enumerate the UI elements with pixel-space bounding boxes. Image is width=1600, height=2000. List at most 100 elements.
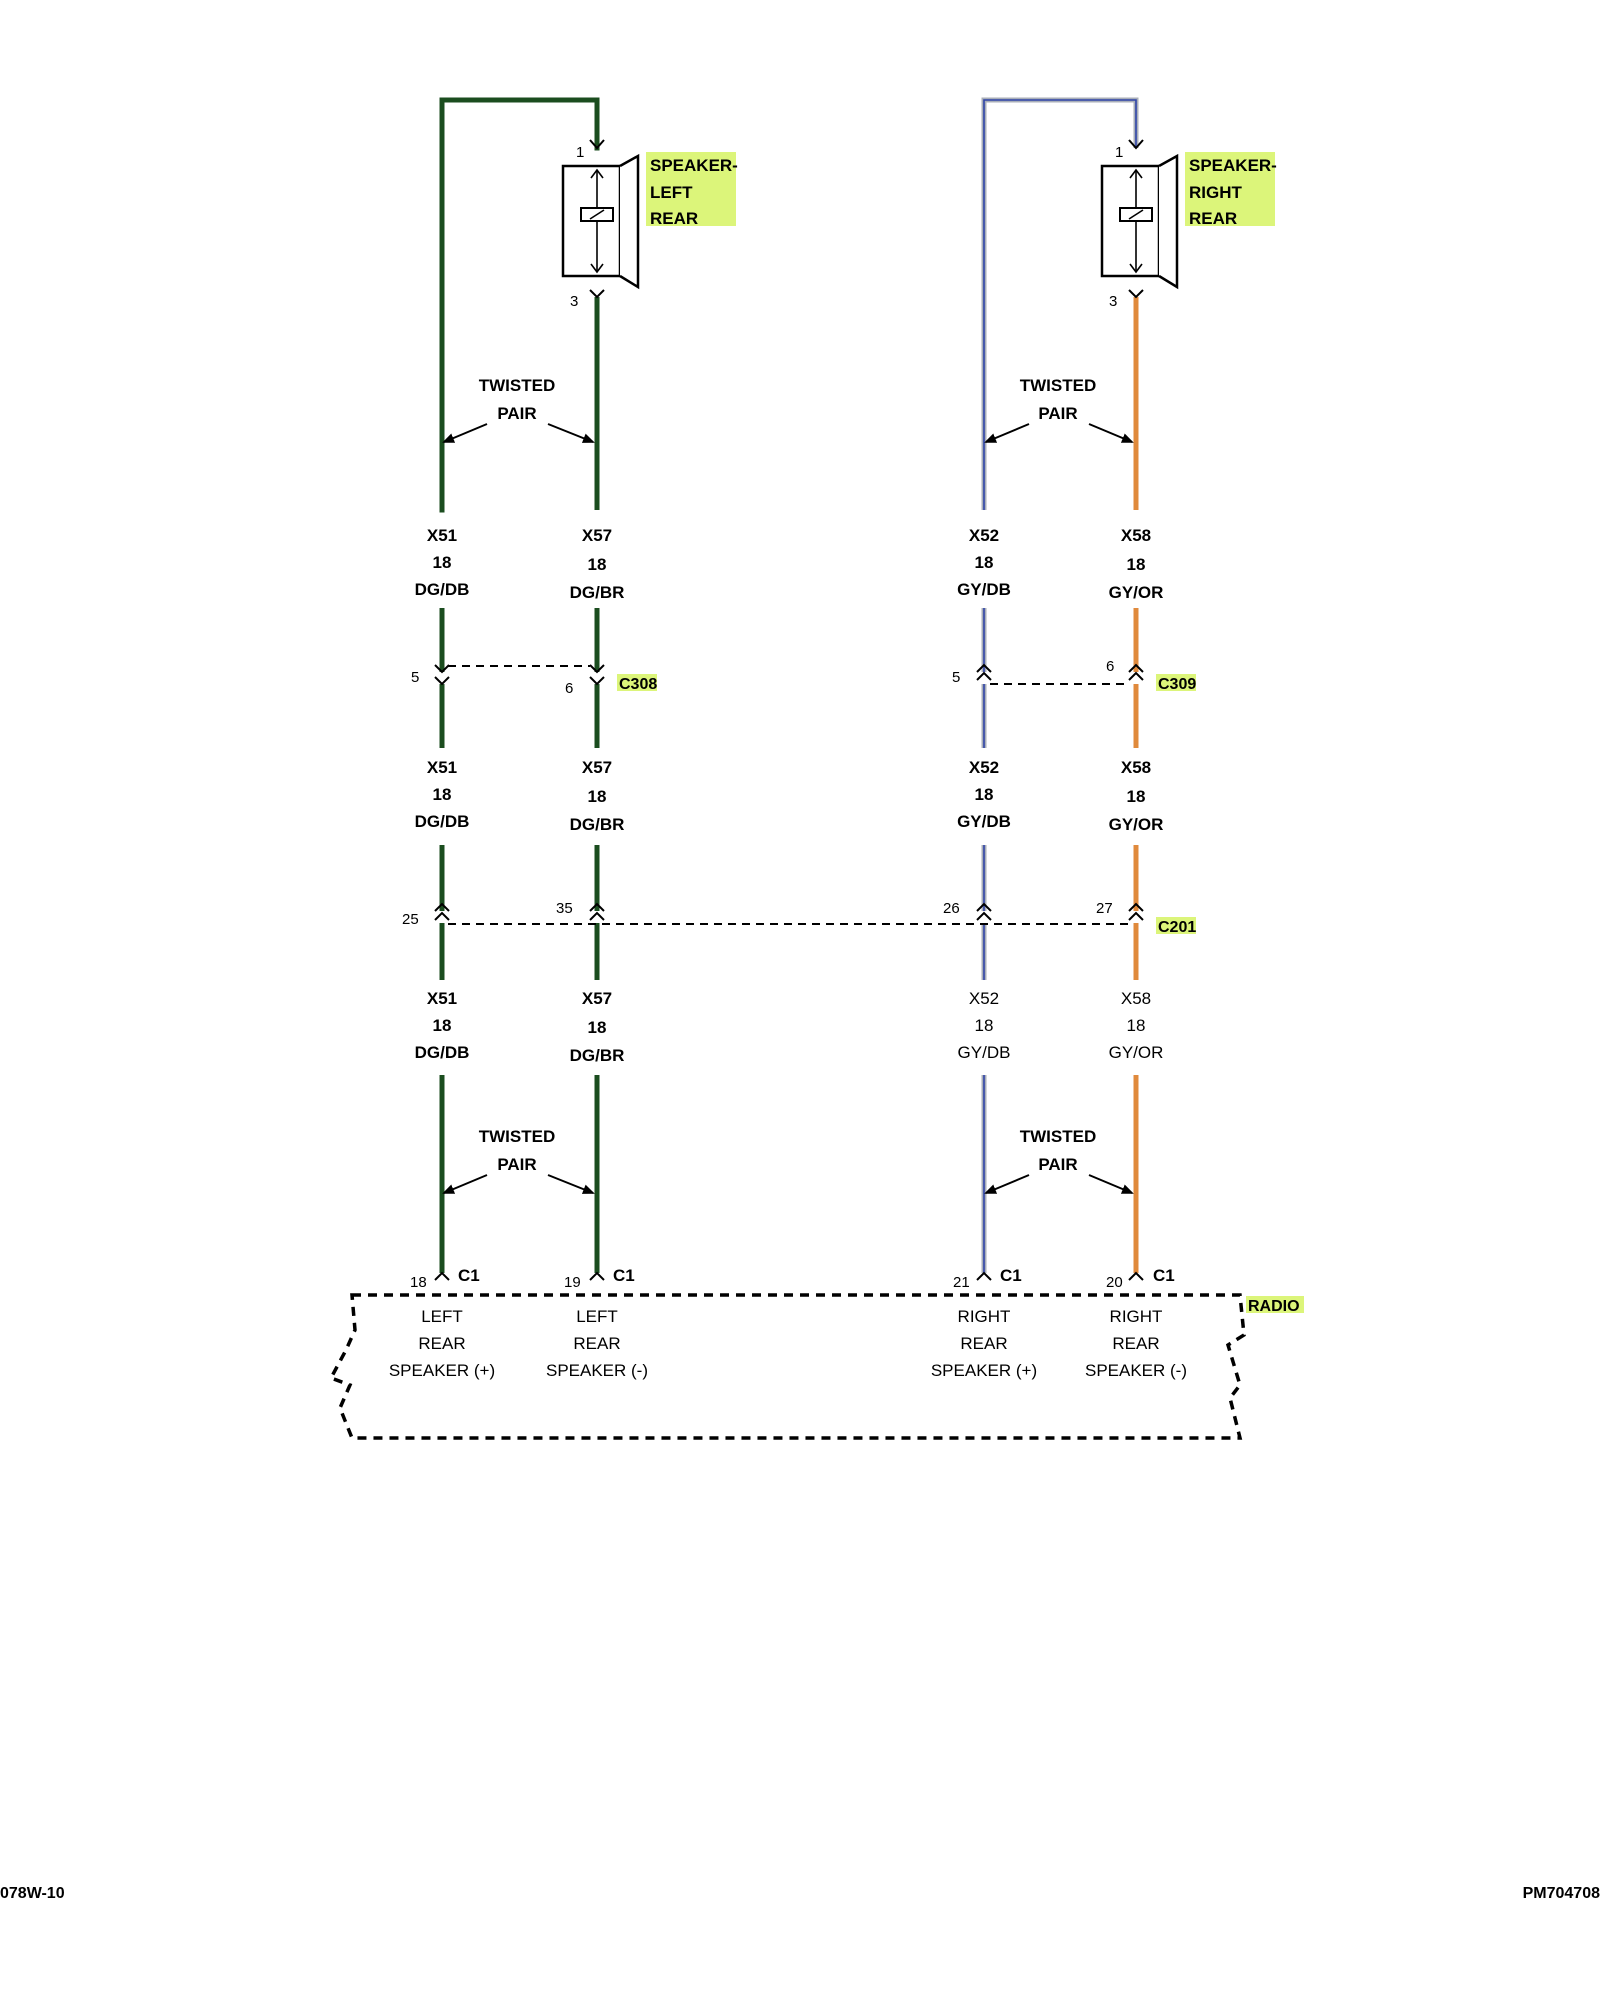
speaker-left-rear: 1 3 SPEAKER- LEFT REAR [561, 139, 738, 310]
twisted-pair-top-right: TWISTED PAIR [984, 376, 1134, 443]
twisted-pair-line2: PAIR [497, 404, 536, 423]
arrow-icon [442, 1174, 488, 1194]
wire-x52 [981, 97, 1139, 1273]
connector-name: C308 [619, 676, 657, 693]
speaker-right-pin-3: 3 [1109, 293, 1117, 310]
wire-label-gauge: 18 [1127, 787, 1146, 806]
wire-label-gauge: 18 [433, 1016, 452, 1035]
speaker-left-label-2: LEFT [650, 183, 693, 202]
speaker-right-label-2: RIGHT [1189, 183, 1243, 202]
radio-pin-desc: RIGHT [1110, 1307, 1163, 1326]
radio-pin-desc: SPEAKER (-) [1085, 1361, 1187, 1380]
wire-label-color: DG/BR [570, 1046, 625, 1065]
speaker-left-label-1: SPEAKER- [650, 156, 738, 175]
twisted-pair-line1: TWISTED [1020, 376, 1097, 395]
wire-label-gauge: 18 [588, 787, 607, 806]
wire-label-gauge: 18 [975, 1016, 994, 1035]
radio-pin-number: 20 [1106, 1274, 1123, 1291]
radio-connector-label: C1 [613, 1266, 635, 1285]
connector-pin: 6 [1106, 658, 1114, 675]
wire-label-color: GY/OR [1109, 1043, 1164, 1062]
radio-pin-desc: REAR [960, 1334, 1007, 1353]
radio-pin-desc: LEFT [576, 1307, 618, 1326]
radio-name: RADIO [1248, 1298, 1300, 1315]
twisted-pair-bottom-right: TWISTED PAIR [984, 1127, 1134, 1194]
wire-label-color: GY/OR [1109, 815, 1164, 834]
radio-pin-number: 18 [410, 1274, 427, 1291]
connector-c308: 5 6 C308 [411, 664, 657, 697]
wire-label-color: DG/BR [570, 583, 625, 602]
twisted-pair-top-left: TWISTED PAIR [442, 376, 595, 443]
wire-label-gauge: 18 [433, 553, 452, 572]
speaker-right-label-1: SPEAKER- [1189, 156, 1277, 175]
wire-label-color: DG/DB [415, 812, 470, 831]
connector-pin: 27 [1096, 900, 1113, 917]
twisted-pair-bottom-left: TWISTED PAIR [442, 1127, 595, 1194]
connector-c309: 5 6 C309 [952, 658, 1196, 693]
speaker-left-highlight [646, 152, 736, 226]
wire-label-gauge: 18 [1127, 1016, 1146, 1035]
connector-name: C309 [1158, 676, 1196, 693]
wire-label-color: GY/DB [958, 1043, 1011, 1062]
speaker-right-highlight [1185, 152, 1275, 226]
radio-pin-desc: LEFT [421, 1307, 463, 1326]
speaker-right-pin-1: 1 [1115, 144, 1123, 161]
radio-pin-desc: SPEAKER (+) [931, 1361, 1037, 1380]
speaker-left-pin-3: 3 [570, 293, 578, 310]
wire-label-color: GY/OR [1109, 583, 1164, 602]
wire-label-circuit: X51 [427, 989, 457, 1008]
wire-label-circuit: X58 [1121, 526, 1151, 545]
twisted-pair-line1: TWISTED [479, 1127, 556, 1146]
wire-label-color: DG/BR [570, 815, 625, 834]
wire-labels-row-1: X51 18 DG/DB X57 18 DG/BR X52 18 GY/DB X… [415, 526, 1164, 602]
radio-connector-c1: 18 19 21 20 C1 C1 C1 C1 [410, 1266, 1175, 1291]
twisted-pair-line2: PAIR [1038, 1155, 1077, 1174]
footer-left-code: 078W-10 [0, 1885, 65, 1902]
wire-label-circuit: X57 [582, 758, 612, 777]
wire-label-circuit: X51 [427, 758, 457, 777]
radio-pin-desc: REAR [573, 1334, 620, 1353]
radio-pin-desc: SPEAKER (+) [389, 1361, 495, 1380]
wire-labels-row-3: X51 18 DG/DB X57 18 DG/BR X52 18 GY/DB X… [415, 989, 1164, 1065]
wire-label-color: DG/DB [415, 1043, 470, 1062]
speaker-right-rear: 1 3 SPEAKER- RIGHT REAR [1100, 139, 1277, 310]
arrow-icon [442, 423, 488, 443]
radio-pin-desc: REAR [418, 1334, 465, 1353]
speaker-left-label-3: REAR [650, 209, 698, 228]
twisted-pair-line1: TWISTED [1020, 1127, 1097, 1146]
connector-pin: 6 [565, 680, 573, 697]
connector-pin: 5 [411, 669, 419, 686]
connector-pin: 25 [402, 911, 419, 928]
speaker-left-pin-1: 1 [576, 144, 584, 161]
wire-label-circuit: X57 [582, 989, 612, 1008]
radio-pin-desc: REAR [1112, 1334, 1159, 1353]
radio-connector-label: C1 [1153, 1266, 1175, 1285]
radio-module: RADIO LEFT REAR SPEAKER (+) LEFT REAR SP… [328, 1293, 1304, 1440]
connector-pin: 35 [556, 900, 573, 917]
wire-label-gauge: 18 [975, 553, 994, 572]
arrow-icon [547, 423, 595, 443]
wire-label-circuit: X52 [969, 758, 999, 777]
radio-pin-desc: RIGHT [958, 1307, 1011, 1326]
wire-label-gauge: 18 [433, 785, 452, 804]
arrow-icon [984, 423, 1030, 443]
wire-label-circuit: X52 [969, 989, 999, 1008]
radio-pin-number: 19 [564, 1274, 581, 1291]
wire-label-circuit: X52 [969, 526, 999, 545]
speaker-icon [1100, 139, 1179, 299]
wire-label-color: GY/DB [957, 812, 1011, 831]
connector-pin: 26 [943, 900, 960, 917]
arrow-icon [1088, 1174, 1134, 1194]
radio-connector-label: C1 [1000, 1266, 1022, 1285]
wire-label-color: DG/DB [415, 580, 470, 599]
wire-label-gauge: 18 [1127, 555, 1146, 574]
wire-label-circuit: X51 [427, 526, 457, 545]
radio-connector-label: C1 [458, 1266, 480, 1285]
twisted-pair-line2: PAIR [1038, 404, 1077, 423]
wire-label-circuit: X58 [1121, 989, 1151, 1008]
connector-name: C201 [1158, 919, 1196, 936]
arrow-icon [1088, 423, 1134, 443]
twisted-pair-line1: TWISTED [479, 376, 556, 395]
arrow-icon [547, 1174, 595, 1194]
wire-labels-row-2: X51 18 DG/DB X57 18 DG/BR X52 18 GY/DB X… [415, 758, 1164, 834]
